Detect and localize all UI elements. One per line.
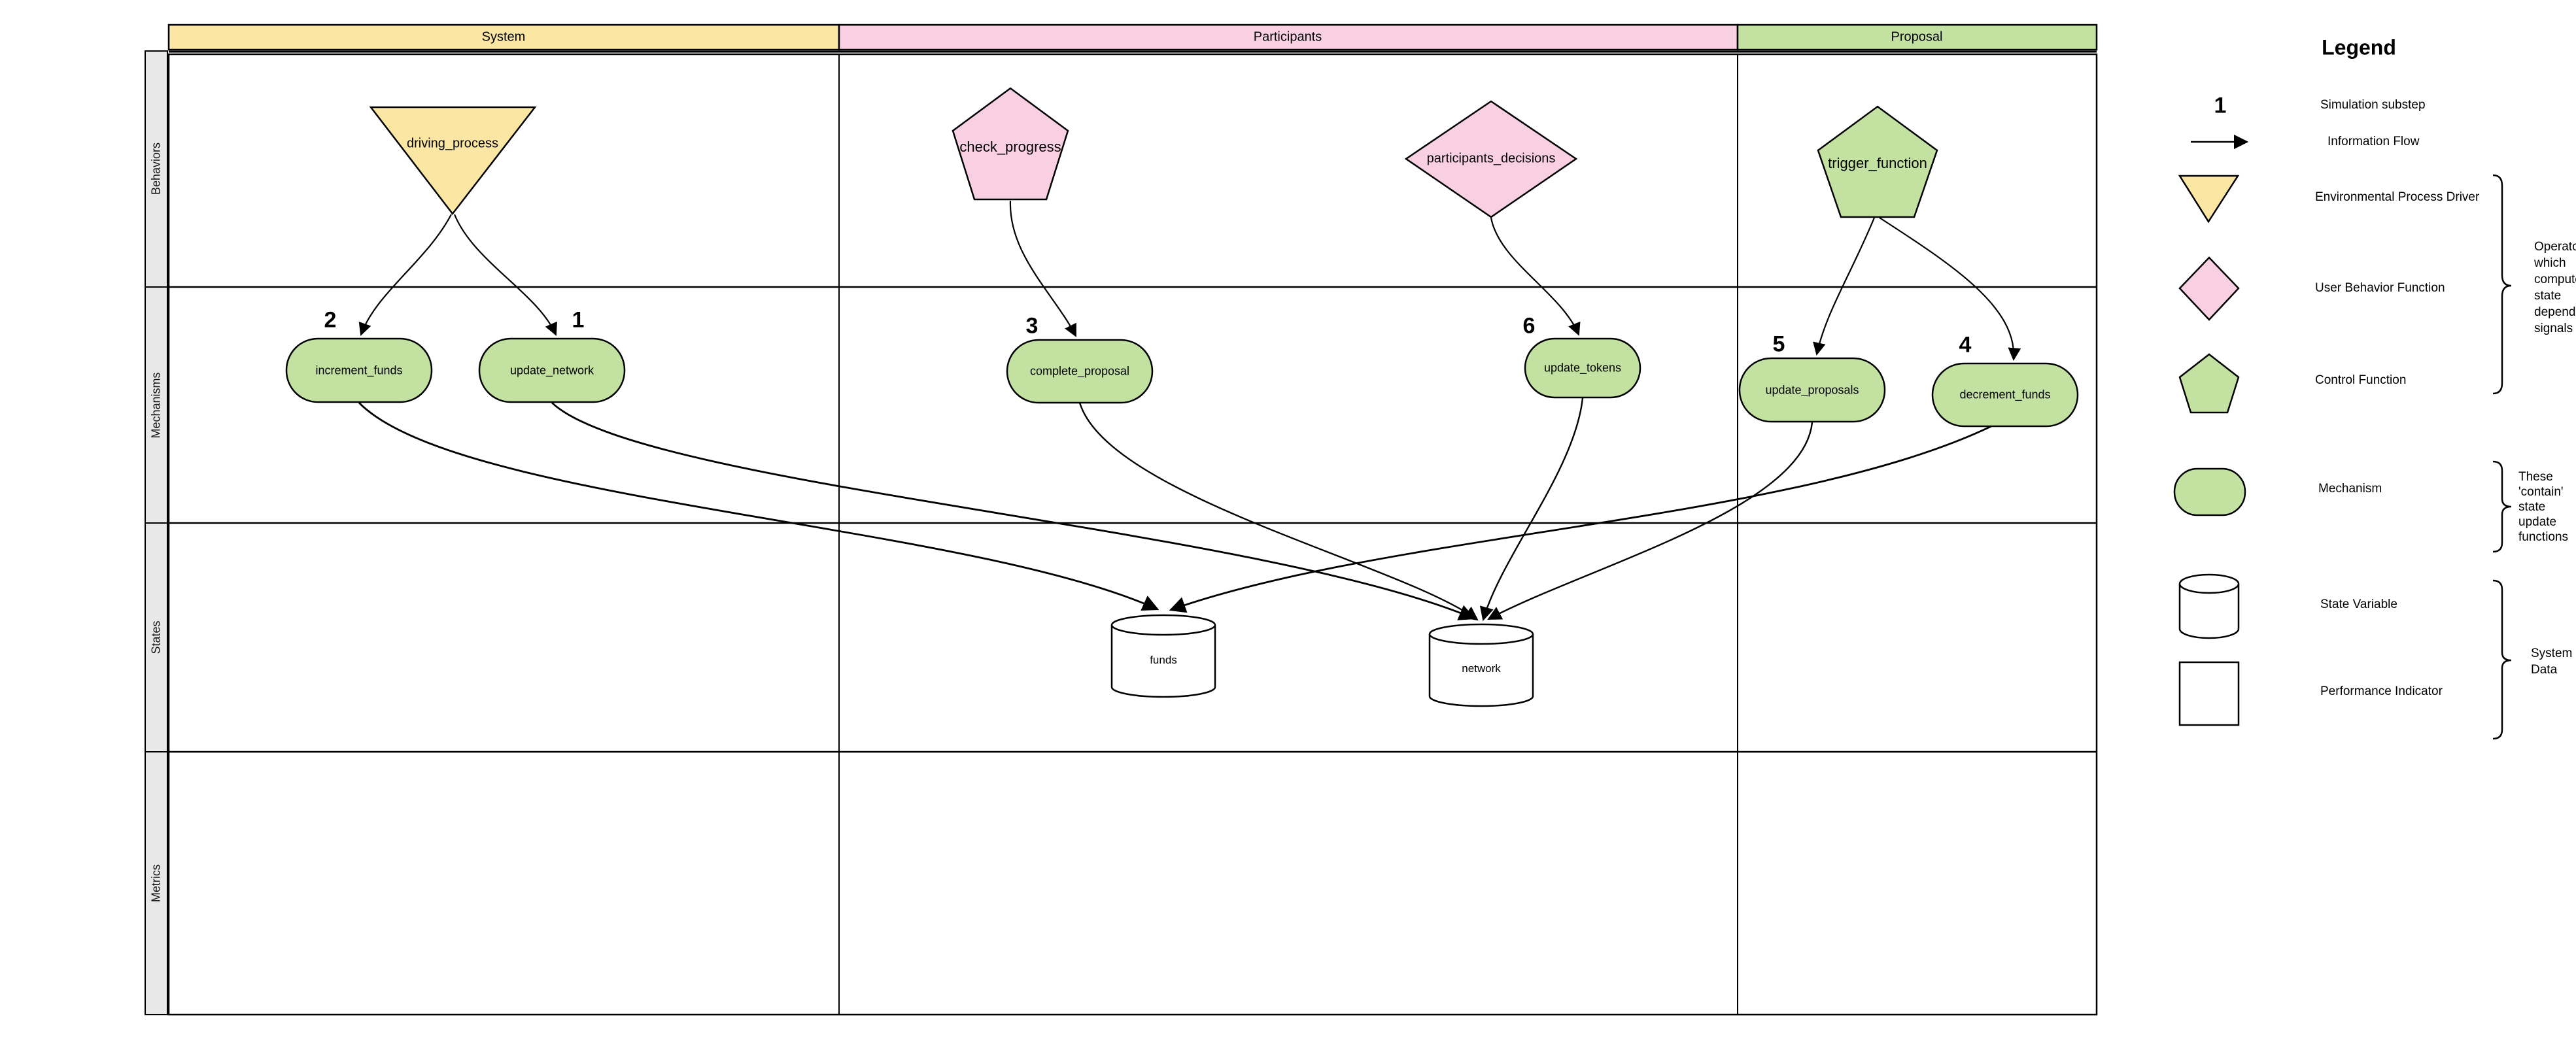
edge-update-network-to-network[interactable] (551, 401, 1476, 620)
edge-trigger-to-update-proposals[interactable] (1813, 217, 1876, 356)
node-funds-body[interactable] (1110, 625, 1216, 698)
state-nodes (1110, 614, 1534, 707)
node-funds-top[interactable] (1110, 614, 1216, 636)
edge-decrement-funds-to-funds[interactable] (1169, 425, 1992, 613)
brace-mechanism (2492, 460, 2512, 553)
edge-complete-proposal-to-network[interactable] (1078, 402, 1479, 621)
node-decrement-funds[interactable] (1931, 362, 2079, 428)
edge-participants-decisions-to-update-tokens[interactable] (1490, 217, 1581, 336)
legend-square-icon (2178, 661, 2240, 726)
edge-increment-funds-to-funds[interactable] (358, 402, 1159, 611)
node-check-progress[interactable] (952, 87, 1069, 201)
edge-check-progress-to-complete-proposal[interactable] (1009, 200, 1076, 337)
behavior-nodes (369, 87, 1938, 218)
legend-braces (2492, 174, 2512, 740)
node-network-body[interactable] (1428, 634, 1534, 707)
column-header-participants[interactable] (838, 24, 1739, 51)
node-update-network[interactable] (478, 337, 626, 403)
edge-update-tokens-to-network[interactable] (1479, 397, 1584, 622)
edge-update-proposals-to-network[interactable] (1487, 422, 1813, 620)
column-header-proposal[interactable] (1736, 24, 2098, 51)
node-update-proposals[interactable] (1738, 357, 1886, 423)
edge-driving-to-update-network[interactable] (453, 214, 557, 336)
mechanism-nodes (285, 337, 2079, 428)
legend-triangle-icon (2178, 175, 2240, 224)
edge-driving-to-increment-funds[interactable] (358, 214, 452, 336)
legend-diamond-icon (2178, 256, 2240, 321)
node-driving-process[interactable] (369, 106, 537, 216)
legend-swatches (2173, 134, 2249, 726)
node-update-tokens[interactable] (1524, 337, 1641, 399)
brace-operators (2492, 174, 2512, 395)
legend-cylinder-icon (2178, 584, 2240, 639)
node-trigger-function[interactable] (1817, 105, 1938, 218)
edge-trigger-to-decrement-funds[interactable] (1879, 217, 2021, 361)
legend-pentagon-icon (2178, 353, 2240, 414)
legend-pill-icon (2173, 467, 2246, 516)
column-header-system[interactable] (167, 24, 840, 51)
row-label-strip (145, 50, 168, 1015)
node-complete-proposal[interactable] (1006, 339, 1154, 404)
grid-outline (167, 53, 2098, 1016)
brace-system-data (2492, 579, 2512, 740)
legend-cylinder-top-icon (2178, 573, 2240, 594)
swimlane-grid (145, 24, 2098, 1016)
node-network-top[interactable] (1428, 623, 1534, 645)
node-increment-funds[interactable] (285, 337, 433, 403)
node-participants-decisions[interactable] (1404, 100, 1578, 218)
flow-edges (358, 200, 2021, 622)
